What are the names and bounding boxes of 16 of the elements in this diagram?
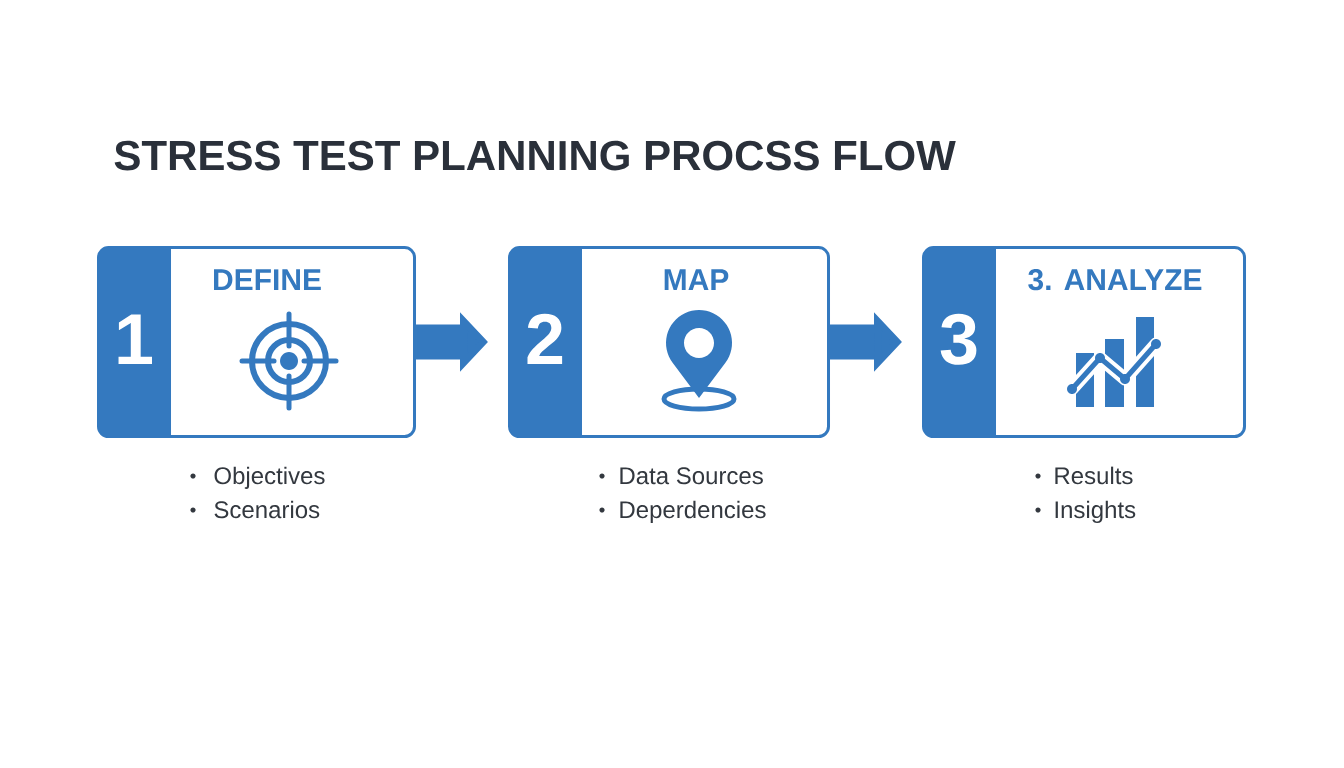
card-heading: MAP (664, 269, 729, 290)
number-band: 3 (923, 247, 996, 437)
process-card (97, 246, 416, 438)
process-card (508, 246, 830, 438)
process-card (922, 246, 1246, 438)
list-item: Results (1055, 466, 1133, 485)
list-item: Data Sources (620, 467, 763, 485)
card-heading: 3. ANALYZE (1028, 269, 1202, 291)
card-heading: DEFINE (214, 269, 321, 290)
list-item: Insights (1055, 500, 1136, 523)
number-band: 1 (98, 247, 171, 437)
list-item: Deperdencies (620, 500, 766, 523)
diagram-title: STRESS TEST PLANNING PROCSS FLOW (114, 140, 956, 171)
list-item: Objectives (214, 466, 325, 489)
list-item: Scenarios (214, 500, 320, 519)
number-band: 2 (509, 247, 582, 437)
